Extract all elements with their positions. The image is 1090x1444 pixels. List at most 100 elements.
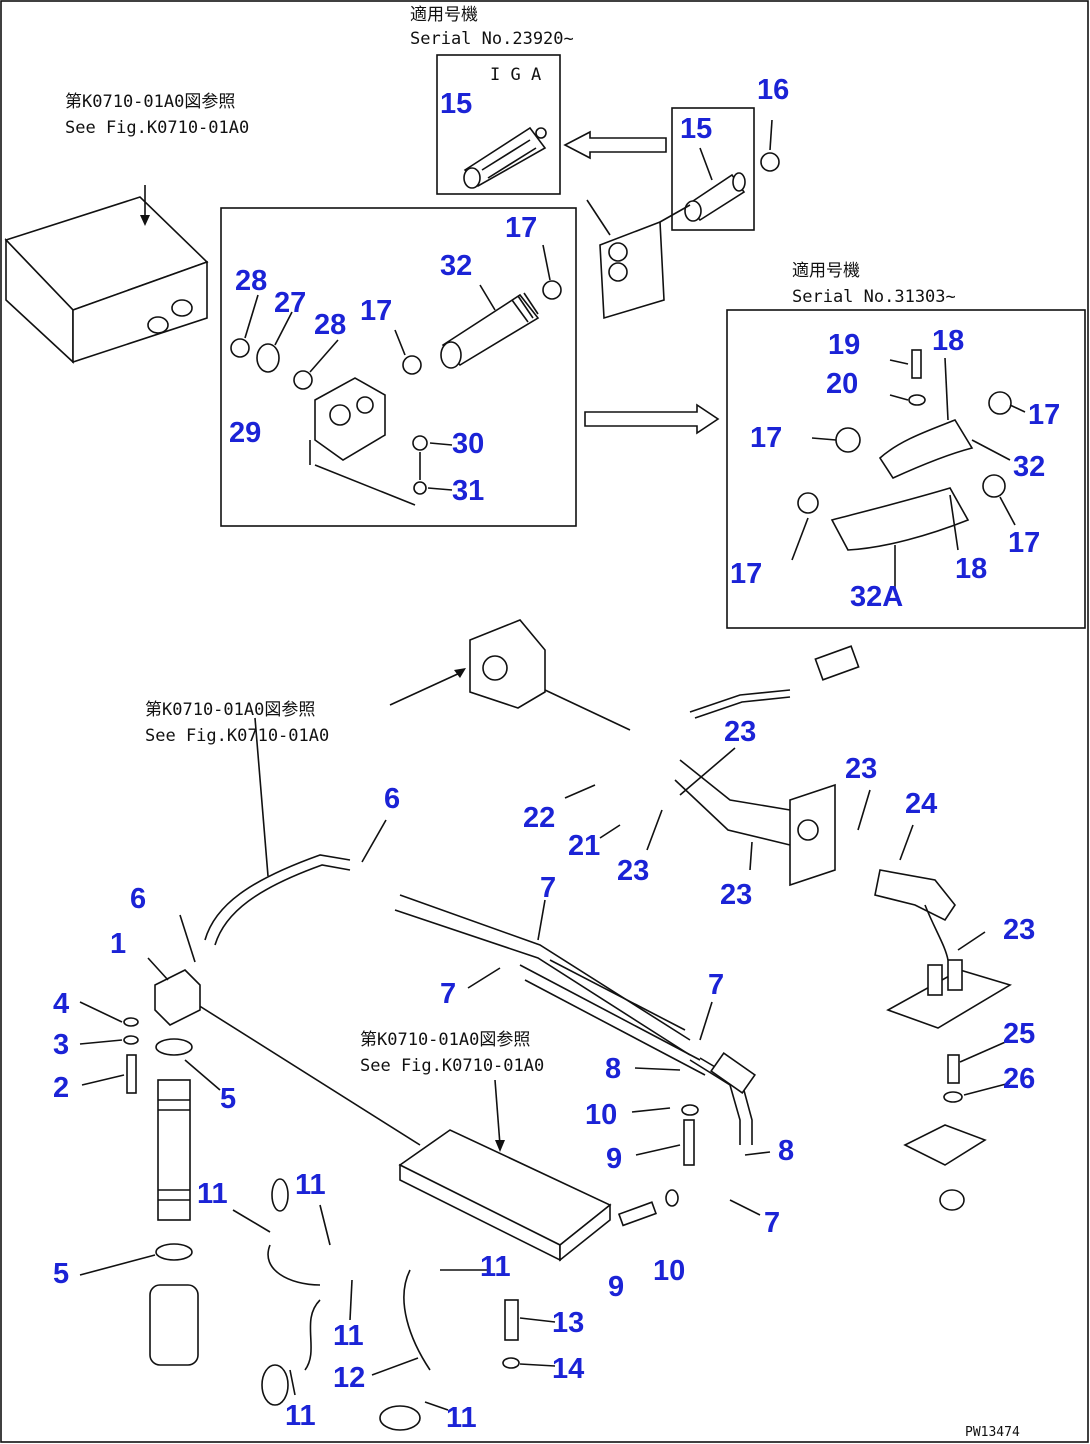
washer-part4: [123, 1017, 139, 1027]
clamp-part17-f: [797, 492, 819, 514]
label-part-11b: 11: [295, 1169, 326, 1201]
label-part-15b: 15: [680, 113, 712, 145]
washer-part10-b: [665, 1189, 679, 1207]
label-part-17d: 17: [1028, 399, 1060, 431]
label-part-11c: 11: [480, 1251, 511, 1283]
label-part-24: 24: [905, 788, 937, 820]
valve-block-lower: [674, 759, 836, 887]
clamp-part17-a: [542, 280, 562, 300]
label-part-30: 30: [452, 428, 484, 460]
label-part-6b: 6: [384, 783, 400, 815]
label-part-8a: 8: [605, 1053, 621, 1085]
label-part-13: 13: [552, 1307, 584, 1339]
label-part-10b: 10: [653, 1255, 685, 1287]
clamp-part17-e: [982, 474, 1006, 498]
label-part-7b: 7: [440, 978, 456, 1010]
label-part-9b: 9: [608, 1271, 624, 1303]
bolt-part13: [504, 1299, 519, 1341]
hose-part15-a: [463, 126, 547, 189]
label-part-32b: 32: [1013, 451, 1045, 483]
washer-part3: [123, 1035, 139, 1045]
washer-part26: [943, 1091, 963, 1103]
label-part-7a: 7: [540, 872, 556, 904]
label-part-23e: 23: [1003, 914, 1035, 946]
label-part-5b: 5: [53, 1258, 69, 1290]
label-part-31: 31: [452, 475, 484, 507]
drawing-code: PW13474: [965, 1425, 1020, 1440]
label-part-2: 2: [53, 1072, 69, 1104]
label-part-19: 19: [828, 329, 860, 361]
hose-part32A: [830, 487, 970, 551]
label-part-20: 20: [826, 368, 858, 400]
bolt-part25: [947, 1054, 960, 1084]
detail-box-small: [436, 54, 561, 195]
plate-right: [886, 959, 1012, 1029]
label-part-9a: 9: [606, 1143, 622, 1175]
bolt-part19: [911, 349, 922, 379]
label-part-5a: 5: [220, 1083, 236, 1115]
detail-box-part15: [671, 107, 755, 231]
clamp-part5-a: [155, 1038, 193, 1056]
arrow-right-icon: [584, 403, 720, 435]
label-part-29: 29: [229, 417, 261, 449]
oil-pan: [189, 999, 612, 1262]
label-part-23c: 23: [720, 879, 752, 911]
note-serial-right-en: Serial No.31303~: [792, 287, 956, 307]
label-part-11e: 11: [285, 1400, 316, 1432]
label-part-6a: 6: [130, 883, 146, 915]
washer-part30: [412, 435, 428, 451]
note-box-small-label: I G A: [490, 65, 541, 85]
note-ref-mid-jp: 第K0710-01A0図参照: [145, 700, 315, 720]
flange-lower-right: [903, 1124, 987, 1211]
radiator-unit: [4, 185, 209, 364]
bolt-part31: [314, 452, 427, 506]
washer-part20: [908, 394, 926, 406]
label-part-23a: 23: [724, 716, 756, 748]
bolt-part9-b: [617, 1201, 657, 1227]
filter-hose-left: [149, 1079, 199, 1366]
leader-lines: [79, 119, 1026, 1411]
hoses-part11: [261, 1178, 431, 1431]
bracket-upper: [586, 199, 691, 320]
label-part-17e: 17: [1008, 527, 1040, 559]
note-serial-top-en: Serial No.23920~: [410, 29, 574, 49]
washer-part10-a: [681, 1104, 699, 1116]
note-ref-upper-en: See Fig.K0710-01A0: [65, 118, 249, 138]
clamp-part28-a: [230, 338, 250, 358]
pipe-upper-right: [689, 645, 860, 719]
clamp-part17-b: [402, 355, 422, 375]
label-part-11a: 11: [197, 1178, 228, 1210]
label-part-11f: 11: [446, 1402, 477, 1434]
label-part-1: 1: [110, 928, 126, 960]
label-part-16: 16: [757, 74, 789, 106]
label-part-17c: 17: [750, 422, 782, 454]
label-part-4: 4: [53, 988, 69, 1020]
bracket-part1: [154, 969, 201, 1026]
hose-part32-right: [878, 419, 974, 480]
hose-part32: [440, 292, 540, 369]
note-ref-upper-jp: 第K0710-01A0図参照: [65, 92, 235, 112]
label-part-17b: 17: [360, 295, 392, 327]
clamp-part5-b: [155, 1243, 193, 1261]
valve-part29: [309, 377, 386, 465]
clamp-part16: [760, 152, 780, 172]
label-part-23b: 23: [617, 855, 649, 887]
label-part-7d: 7: [764, 1207, 780, 1239]
detail-box-right: [726, 309, 1086, 629]
label-part-15a: 15: [440, 88, 472, 120]
label-part-7c: 7: [708, 969, 724, 1001]
note-ref-mid-en: See Fig.K0710-01A0: [145, 726, 329, 746]
bolt-part2: [126, 1054, 137, 1094]
oil-cooler-block: [389, 619, 631, 731]
pipe-right-elbow: [689, 1051, 756, 1145]
clamp-part17-d: [988, 391, 1012, 415]
label-part-23d: 23: [845, 753, 877, 785]
note-ref-low-jp: 第K0710-01A0図参照: [360, 1030, 530, 1050]
label-part-28b: 28: [314, 309, 346, 341]
label-part-17a: 17: [505, 212, 537, 244]
label-part-32a: 32: [440, 250, 472, 282]
pipe-long-upper: [204, 854, 706, 1076]
label-part-10a: 10: [585, 1099, 617, 1131]
